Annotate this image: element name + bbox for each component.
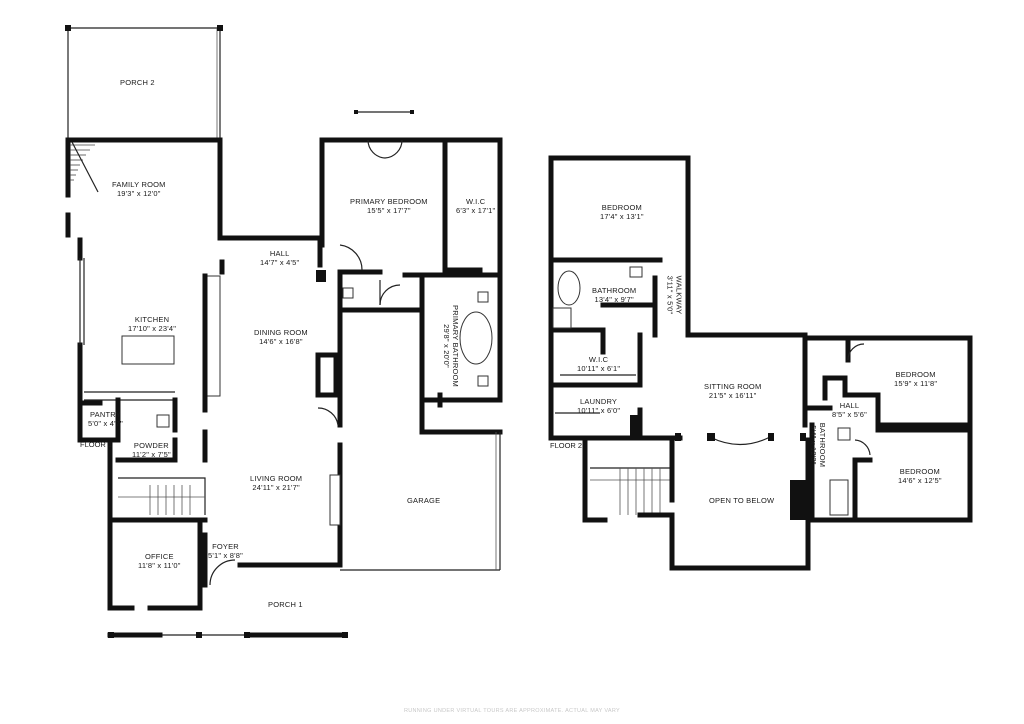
room-label-bedroom-b: BEDROOM 15'9" x 11'8" bbox=[894, 370, 937, 388]
disclaimer-footer: RUNNING UNDER VIRTUAL TOURS ARE APPROXIM… bbox=[403, 708, 621, 714]
room-dimensions: 13'4" x 9'7" bbox=[594, 295, 634, 304]
room-name: W.I.C bbox=[466, 197, 486, 206]
room-label-bedroom-c: BEDROOM 14'6" x 12'5" bbox=[898, 467, 942, 485]
room-name: KITCHEN bbox=[134, 315, 170, 324]
room-label-open-to-below: OPEN TO BELOW bbox=[709, 496, 774, 505]
room-dimensions: 8'5" x 5'6" bbox=[832, 410, 867, 419]
room-name: OFFICE bbox=[144, 552, 174, 561]
room-label-powder: POWDER 11'2" x 7'5" bbox=[132, 441, 171, 459]
room-label-dining-room: DINING ROOM 14'6" x 16'8" bbox=[254, 328, 308, 346]
room-label-foyer: FOYER 5'1" x 8'8" bbox=[208, 542, 243, 560]
room-dimensions: 10'11" x 6'0" bbox=[577, 406, 621, 415]
room-label-garage: GARAGE bbox=[407, 496, 440, 505]
room-name: LAUNDRY bbox=[580, 397, 618, 406]
room-label-bathroom-a: BATHROOM 13'4" x 9'7" bbox=[592, 286, 636, 304]
floor-1-label: FLOOR 1 bbox=[80, 440, 113, 449]
room-label-family-room: FAMILY ROOM 19'3" x 12'0" bbox=[112, 180, 166, 198]
room-name: BEDROOM bbox=[601, 203, 642, 212]
floor-1-plan bbox=[65, 25, 503, 638]
room-name: W.I.C bbox=[588, 355, 609, 364]
room-dimensions: 14'6" x 16'8" bbox=[259, 337, 303, 346]
room-dimensions: 6'3" x 17'1" bbox=[456, 206, 496, 215]
room-name: GARAGE bbox=[407, 496, 441, 505]
room-name: DINING ROOM bbox=[254, 328, 308, 337]
room-label-primary-bedroom: PRIMARY BEDROOM 15'5" x 17'7" bbox=[350, 197, 428, 215]
room-dimensions: 10'11" x 6'1" bbox=[577, 364, 621, 373]
room-dimensions: 17'10" x 23'4" bbox=[128, 324, 177, 333]
room-dimensions: 14'6" x 12'5" bbox=[898, 476, 942, 485]
room-name: BATHROOM bbox=[818, 422, 828, 468]
room-name: PORCH 1 bbox=[268, 600, 303, 609]
floor-2-plan bbox=[548, 155, 973, 571]
room-name: OPEN TO BELOW bbox=[709, 496, 775, 505]
room-label-laundry: LAUNDRY 10'11" x 6'0" bbox=[577, 397, 620, 415]
room-dimensions: 11'8" x 11'0" bbox=[138, 561, 181, 570]
room-name: HALL bbox=[839, 401, 860, 410]
room-dimensions: 15'9" x 11'8" bbox=[894, 379, 938, 388]
room-label-sitting-room: SITTING ROOM 21'5" x 16'11" bbox=[704, 382, 761, 400]
room-label-bedroom-a: BEDROOM 17'4" x 13'1" bbox=[600, 203, 644, 221]
room-name: FOYER bbox=[212, 542, 239, 551]
room-name: POWDER bbox=[133, 441, 169, 450]
room-dimensions: 17'4" x 13'1" bbox=[600, 212, 644, 221]
room-name: PRIMARY BEDROOM bbox=[350, 197, 428, 206]
room-dimensions: 19'3" x 12'0" bbox=[116, 189, 161, 198]
room-label-hall-2: HALL 8'5" x 5'6" bbox=[832, 401, 867, 419]
room-dimensions: 3'11" x 5'0" bbox=[665, 275, 675, 315]
room-name: PORCH 2 bbox=[120, 78, 155, 87]
room-label-kitchen: KITCHEN 17'10" x 23'4" bbox=[128, 315, 176, 333]
room-name: HALL bbox=[269, 249, 290, 258]
room-label-walkway: WALKWAY 3'11" x 5'0" bbox=[665, 276, 683, 315]
room-dimensions: 5'0" x 4'7" bbox=[88, 419, 123, 428]
room-name: LIVING ROOM bbox=[250, 474, 303, 483]
room-label-porch2: PORCH 2 bbox=[120, 78, 155, 87]
room-label-porch1: PORCH 1 bbox=[268, 600, 303, 609]
room-dimensions: 5'4" x 12'3" bbox=[809, 425, 819, 465]
room-dimensions: 24'11" x 21'7" bbox=[252, 483, 300, 492]
room-label-office: OFFICE 11'8" x 11'0" bbox=[138, 552, 181, 570]
room-dimensions: 11'2" x 7'5" bbox=[132, 450, 171, 459]
room-name: WALKWAY bbox=[674, 275, 684, 315]
room-name: PANTRY bbox=[90, 410, 121, 419]
room-label-wic-2: W.I.C 10'11" x 6'1" bbox=[577, 355, 620, 373]
room-dimensions: 15'5" x 17'7" bbox=[367, 206, 411, 215]
room-label-living-room: LIVING ROOM 24'11" x 21'7" bbox=[250, 474, 302, 492]
room-label-wic-1: W.I.C 6'3" x 17'1" bbox=[456, 197, 495, 215]
room-dimensions: 21'5" x 16'11" bbox=[708, 391, 757, 400]
room-name: BATHROOM bbox=[592, 286, 637, 295]
room-dimensions: 5'1" x 8'8" bbox=[208, 551, 243, 560]
room-name: BEDROOM bbox=[895, 370, 936, 379]
room-label-pantry: PANTRY 5'0" x 4'7" bbox=[88, 410, 123, 428]
room-name: PRIMARY BATHROOM bbox=[450, 305, 460, 387]
room-name: BEDROOM bbox=[899, 467, 940, 476]
floor-2-label: FLOOR 2 bbox=[550, 441, 583, 450]
room-label-hall-1: HALL 14'7" x 4'5" bbox=[260, 249, 299, 267]
room-label-bathroom-b: BATHROOM 5'4" x 12'3" bbox=[809, 423, 827, 467]
room-label-primary-bathroom: PRIMARY BATHROOM 29'8" x 20'0" bbox=[442, 305, 460, 387]
room-dimensions: 29'8" x 20'0" bbox=[441, 324, 451, 368]
room-name: SITTING ROOM bbox=[704, 382, 762, 391]
room-dimensions: 14'7" x 4'5" bbox=[260, 258, 300, 267]
room-name: FAMILY ROOM bbox=[112, 180, 166, 189]
